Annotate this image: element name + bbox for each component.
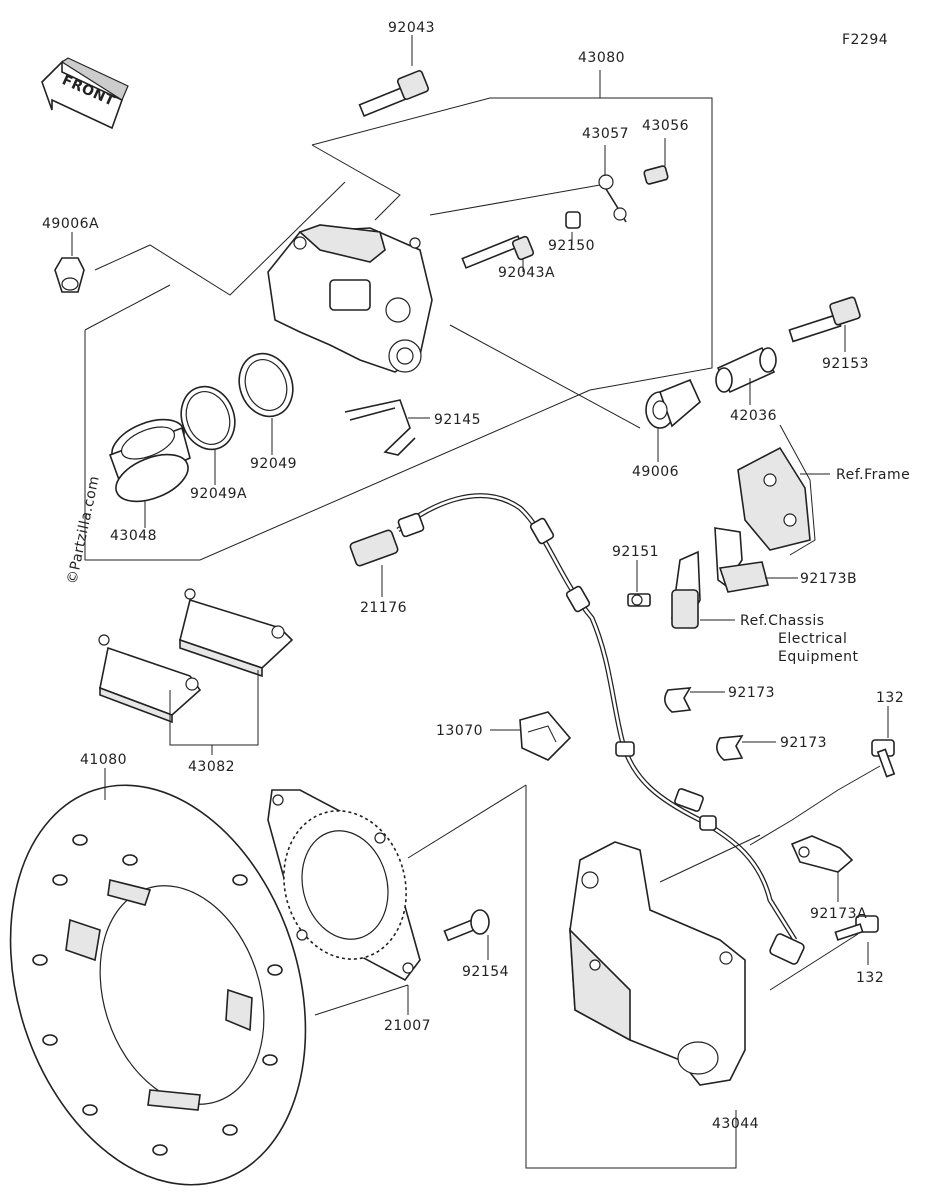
leader-lines [71,35,889,991]
bolt-92153 [788,296,861,343]
label-92153: 92153 [822,356,869,372]
caliper-bracket [569,841,746,1086]
brake-pad-inner [179,588,294,678]
bracket-92173a [790,835,854,873]
caliper-bolt [358,70,430,117]
front-arrow-icon: FRONT [41,57,129,130]
piston-43048 [108,418,191,503]
label-92151: 92151 [612,544,659,560]
label-132-lower: 132 [856,970,884,986]
bolt-132-lower [834,915,879,941]
caliper-body [267,224,433,373]
label-13070: 13070 [436,723,483,739]
bushing-49006 [645,378,701,429]
sensor-bracket [627,527,769,629]
label-43044: 43044 [712,1116,759,1132]
assembly-outline [84,70,713,561]
watermark: ©Partzilla.com [64,474,103,586]
caliper-pin [461,235,535,269]
label-42036: 42036 [730,408,777,424]
brake-disc [9,784,307,1186]
label-49006: 49006 [632,464,679,480]
label-92145: 92145 [434,412,481,428]
label-92049a: 92049A [190,486,247,502]
label-132-upper: 132 [876,690,904,706]
ref-chassis-line2: Electrical [778,631,847,647]
label-21176: 21176 [360,600,407,616]
ref-chassis-line1: Ref.Chassis [740,613,825,629]
label-92043: 92043 [388,20,435,36]
bolt-132-upper [871,739,896,778]
sleeve-42036 [715,346,777,394]
label-43082: 43082 [188,759,235,775]
label-49006a: 49006A [42,216,99,232]
ref-chassis-line3: Equipment [778,649,859,665]
label-92173-upper: 92173 [728,685,775,701]
label-92154: 92154 [462,964,509,980]
label-41080: 41080 [80,752,127,768]
clip-13070 [519,711,572,761]
label-43057: 43057 [582,126,629,142]
abs-sensor-ring [267,789,421,982]
bleeder-parts [565,165,669,229]
label-92173b: 92173B [800,571,857,587]
labels: F2294 92043 43080 43057 43056 49006A 921… [42,20,910,1132]
label-43056: 43056 [642,118,689,134]
label-92043a: 92043A [498,265,555,281]
figure-code: F2294 [842,32,888,48]
abs-sensor-harness [349,493,805,965]
seal-92049 [238,352,294,418]
nut-49006a [54,257,85,293]
label-43048: 43048 [110,528,157,544]
clamp-92173-lower [716,735,744,761]
label-92173a: 92173A [810,906,867,922]
frame-reference-part [737,424,816,556]
label-92049: 92049 [250,456,297,472]
label-92150: 92150 [548,238,595,254]
clamp-92173-upper [664,687,692,713]
bolt-92154 [443,909,490,942]
label-43080: 43080 [578,50,625,66]
label-92173-lower: 92173 [780,735,827,751]
ref-frame-label: Ref.Frame [836,467,910,483]
brake-pad-outer [98,634,202,724]
pad-spring [344,399,416,456]
seal-92049a [180,385,236,451]
label-21007: 21007 [384,1018,431,1034]
